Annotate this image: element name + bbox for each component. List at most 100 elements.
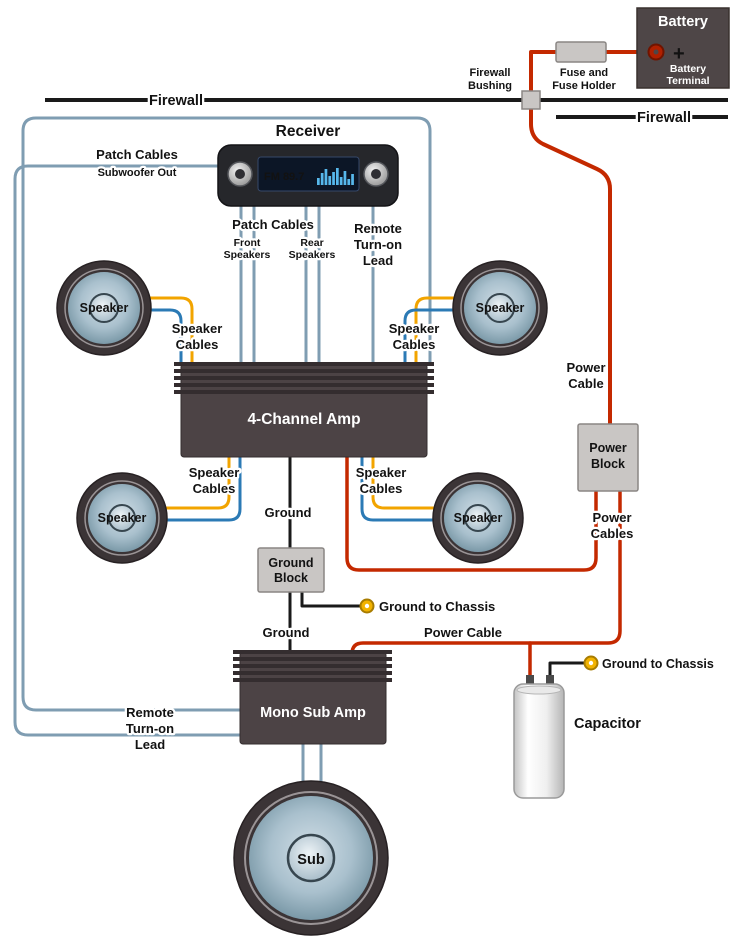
power-cable-label-line1: Power	[566, 360, 605, 375]
speaker-top-right: Speaker	[452, 260, 548, 356]
power-block-box	[577, 423, 639, 492]
battery-plus-sign: +	[673, 43, 685, 65]
speaker-cables-label-br-line2: Cables	[360, 481, 403, 496]
speaker-label: Speaker	[476, 301, 525, 315]
ground-block-box	[257, 547, 325, 593]
capacitor-ground-wire	[548, 661, 586, 680]
speaker-cable-blue	[403, 308, 456, 365]
chassis-ring-terminal-right	[583, 655, 599, 671]
patch-subwoofer-label-line2: Subwoofer Out	[98, 167, 177, 179]
fuse-holder	[555, 41, 607, 63]
power-cables-label-line1: Power	[592, 510, 631, 525]
speaker-dust-cap	[286, 833, 336, 883]
tuner-knob-center	[371, 169, 381, 179]
receiver-label: Receiver	[276, 123, 341, 140]
speaker-cable-yellow	[164, 455, 231, 510]
speaker-surround	[460, 268, 540, 348]
mono-sub-amp: Mono Sub Amp	[233, 650, 392, 745]
power-cable-label-line2: Cable	[568, 376, 603, 391]
patch-subwoofer-label-line1: Patch Cables	[96, 147, 178, 162]
capacitor	[513, 675, 565, 799]
ground-wires	[288, 455, 586, 680]
ground-to-chassis-wire	[300, 590, 362, 608]
battery: Battery + Battery Terminal	[636, 7, 730, 89]
ground-block: Ground Block	[257, 547, 325, 593]
remote-lead-bottom-label-line1: Remote	[126, 705, 174, 720]
speaker-label: Speaker	[98, 511, 147, 525]
speaker-cables-label-tr-line2: Cables	[393, 337, 436, 352]
fuse-holder-label-line1: Fuse and	[560, 67, 608, 79]
battery-label: Battery	[658, 14, 708, 30]
speaker-cables-label-bl-line1: Speaker	[189, 465, 240, 480]
firewall	[45, 98, 728, 119]
speaker-top-left: Speaker	[56, 260, 152, 356]
capacitor-terminal-negative	[546, 675, 554, 685]
power-cable-4ch-amp-wire	[345, 455, 598, 572]
speaker-cables-label-tl-line1: Speaker	[172, 321, 223, 336]
ring-terminal-hole	[588, 660, 594, 666]
chassis-ring-terminal-left	[359, 598, 375, 614]
amp-heatsink-fins	[174, 362, 434, 394]
ring-terminal-hole	[364, 603, 370, 609]
speaker-dust-cap	[464, 504, 492, 532]
sub-label: Sub	[297, 852, 325, 868]
speaker-cable-yellow	[371, 455, 436, 510]
firewall-bushing-label-line1: Firewall	[470, 67, 511, 79]
capacitor-terminal-positive	[526, 675, 534, 685]
patch-cables-title: Patch Cables	[232, 217, 314, 232]
battery-terminal-label-line2: Terminal	[667, 75, 710, 87]
speaker-label: Speaker	[80, 301, 129, 315]
speaker-dust-cap	[89, 293, 119, 323]
speaker-surround	[440, 480, 516, 556]
patch-cables-front-rear-wires	[239, 203, 321, 365]
power-cables-label-line2: Cables	[591, 526, 634, 541]
speaker-cables-bottom-right	[360, 455, 436, 522]
remote-lead-label-line1: Remote	[354, 221, 402, 236]
power-block-label-line1: Power	[589, 441, 627, 455]
speaker-cables-label-bl-line2: Cables	[193, 481, 236, 496]
speaker-dust-cap	[108, 504, 136, 532]
speaker-bottom-right: Speaker	[432, 472, 524, 564]
speaker-cables-bottom-left	[164, 455, 242, 522]
speaker-cable-blue	[164, 455, 242, 522]
ground-to-chassis-label-right: Ground to Chassis	[602, 657, 714, 671]
spectrum-bars-icon	[317, 168, 354, 185]
speaker-label: Speaker	[454, 511, 503, 525]
labels: Firewall Firewall Firewall Bushing Fuse …	[94, 65, 716, 755]
ground-to-chassis-label-left: Ground to Chassis	[379, 599, 495, 614]
signal-wires	[13, 116, 432, 786]
speaker-bottom-left: Speaker	[76, 472, 168, 564]
patch-rear-label-line2: Speakers	[289, 249, 336, 261]
speaker-cable-yellow	[146, 296, 194, 365]
volume-knob-center	[235, 169, 245, 179]
remote-lead-bottom-label-line2: Turn-on	[126, 721, 174, 736]
ground-label-upper: Ground	[265, 505, 312, 520]
sub-speaker-wires	[301, 742, 323, 786]
capacitor-label: Capacitor	[574, 716, 641, 732]
patch-rear-label-line1: Rear	[300, 237, 323, 249]
capacitor-body	[513, 683, 565, 799]
speaker-cables-top-right	[403, 296, 456, 365]
patch-front-label-line1: Front	[234, 237, 261, 249]
receiver-display-text: FM 89.7	[264, 171, 304, 183]
speaker-cables-label-tr-line1: Speaker	[389, 321, 440, 336]
subwoofer: Sub	[233, 780, 389, 936]
firewall-label-right: Firewall	[637, 110, 691, 126]
speaker-surround	[64, 268, 144, 348]
patch-front-label-line2: Speakers	[224, 249, 271, 261]
firewall-bushing	[521, 90, 541, 110]
speaker-surround	[244, 791, 378, 925]
ground-block-label-line2: Block	[274, 571, 308, 585]
amp-heatsink-fins	[233, 650, 392, 682]
capacitor-top	[516, 685, 562, 695]
speaker-dust-cap	[485, 293, 515, 323]
power-block: Power Block	[577, 423, 639, 492]
speaker-cables-top-left	[146, 296, 194, 365]
battery-terminal-label-line1: Battery	[670, 63, 706, 75]
speaker-surround	[84, 480, 160, 556]
speaker-cable-blue	[360, 455, 436, 522]
ground-label-lower: Ground	[263, 625, 310, 640]
amp-4-channel-label: 4-Channel Amp	[247, 411, 360, 428]
